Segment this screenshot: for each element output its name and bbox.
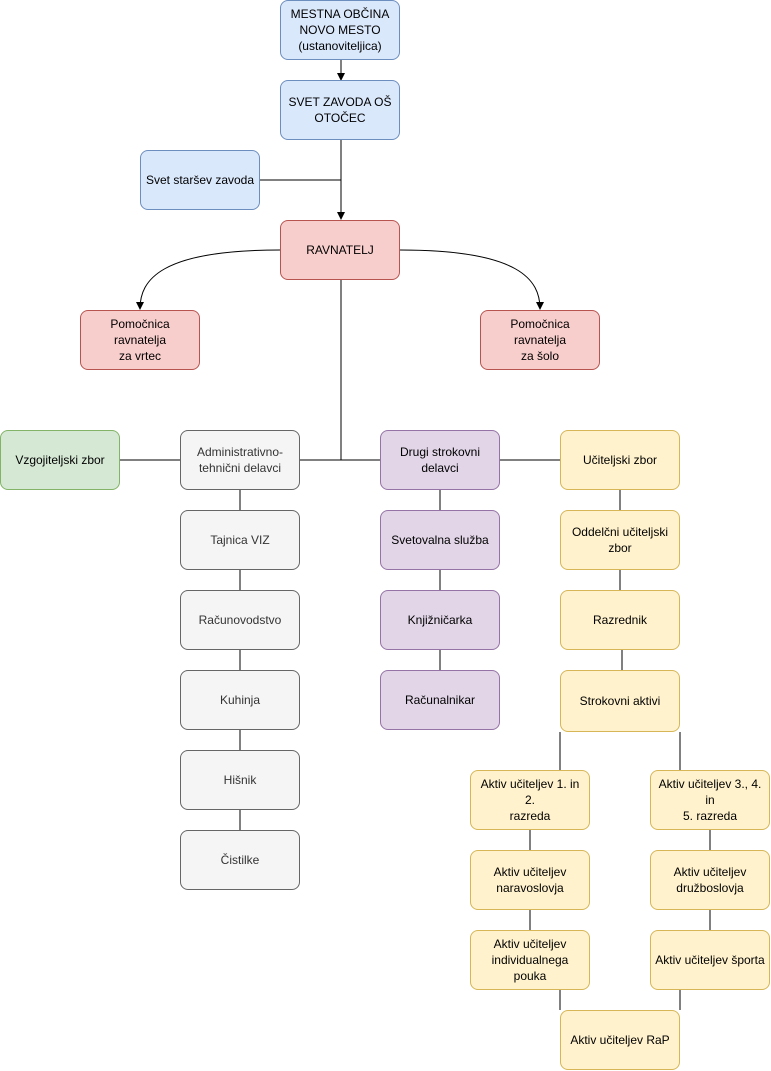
uciteljski-zbor-box: Učiteljski zbor	[560, 430, 680, 490]
razrednik-box: Razrednik	[560, 590, 680, 650]
pomocnica-solo-box: Pomočnica ravnatelja za šolo	[480, 310, 600, 370]
racunalnikar-label: Računalnikar	[404, 693, 476, 707]
aktiv-sporta-box: Aktiv učiteljev športa	[650, 930, 770, 990]
drugi-strokovni-box: Drugi strokovni delavci	[380, 430, 500, 490]
racunalnikar-box: Računalnikar	[380, 670, 500, 730]
aktiv-naravoslovja-box: Aktiv učiteljev naravoslovja	[470, 850, 590, 910]
cistilke-box: Čistilke	[180, 830, 300, 890]
ravnatelj-box: RAVNATELJ	[280, 220, 400, 280]
strokovni-aktivi-box: Strokovni aktivi	[560, 670, 680, 732]
admin-tehnicni-box: Administrativno- tehnični delavci	[180, 430, 300, 490]
pomocnica-vrtec-label: Pomočnica ravnatelja za vrtec	[110, 317, 170, 363]
knjiznicarka-label: Knjižničarka	[407, 613, 473, 627]
aktiv-3-5-label: Aktiv učiteljev 3., 4. in 5. razreda	[658, 777, 762, 823]
svetovalna-label: Svetovalna služba	[391, 533, 489, 547]
aktiv-druzboslovja-box: Aktiv učiteljev družboslovja	[650, 850, 770, 910]
racunovodstvo-label: Računovodstvo	[198, 613, 282, 627]
kuhinja-label: Kuhinja	[219, 693, 261, 707]
aktiv-druzboslovja-label: Aktiv učiteljev družboslovja	[673, 865, 747, 895]
ustanoviteljica-box: MESTNA OBČINA NOVO MESTO (ustanoviteljic…	[280, 0, 400, 60]
pomocnica-vrtec-box: Pomočnica ravnatelja za vrtec	[80, 310, 200, 370]
edge-ravnatelj-vrtec	[136, 249, 281, 310]
aktiv-naravoslovja-label: Aktiv učiteljev naravoslovja	[493, 865, 567, 895]
razrednik-label: Razrednik	[592, 613, 648, 627]
edge-uciteljski-chain	[619, 490, 623, 670]
knjiznicarka-box: Knjižničarka	[380, 590, 500, 650]
svet-zavoda-label: SVET ZAVODA OŠ OTOČEC	[288, 95, 392, 125]
oddelcni-zbor-label: Oddelčni učiteljski zbor	[571, 525, 669, 555]
svetovalna-box: Svetovalna služba	[380, 510, 500, 570]
ravnatelj-label: RAVNATELJ	[306, 243, 374, 257]
aktiv-3-5-box: Aktiv učiteljev 3., 4. in 5. razreda	[650, 770, 770, 830]
vzgojiteljski-zbor-box: Vzgojiteljski zbor	[0, 430, 120, 490]
edge-ravnatelj-solo	[399, 249, 544, 310]
aktiv-pouka-label: Aktiv učiteljev individualnega pouka	[491, 937, 569, 983]
hisnik-label: Hišnik	[223, 773, 257, 787]
aktiv-sporta-label: Aktiv učiteljev športa	[655, 953, 765, 967]
drugi-strokovni-label: Drugi strokovni delavci	[399, 445, 481, 475]
cistilke-label: Čistilke	[220, 853, 260, 867]
svet-zavoda-box: SVET ZAVODA OŠ OTOČEC	[280, 80, 400, 140]
aktiv-pouka-box: Aktiv učiteljev individualnega pouka	[470, 930, 590, 990]
tajnica-box: Tajnica VIZ	[180, 510, 300, 570]
kuhinja-box: Kuhinja	[180, 670, 300, 730]
hisnik-box: Hišnik	[180, 750, 300, 810]
racunovodstvo-box: Računovodstvo	[180, 590, 300, 650]
svet-starsev-label: Svet staršev zavoda	[145, 173, 255, 187]
aktiv-rap-label: Aktiv učiteljev RaP	[570, 1033, 670, 1047]
admin-tehnicni-label: Administrativno- tehnični delavci	[196, 445, 284, 475]
svet-starsev-box: Svet staršev zavoda	[140, 150, 260, 210]
pomocnica-solo-label: Pomočnica ravnatelja za šolo	[510, 317, 570, 363]
tajnica-label: Tajnica VIZ	[210, 533, 270, 547]
ustanoviteljica-label: MESTNA OBČINA NOVO MESTO (ustanoviteljic…	[290, 7, 390, 53]
uciteljski-zbor-label: Učiteljski zbor	[582, 453, 657, 467]
vzgojiteljski-zbor-label: Vzgojiteljski zbor	[15, 453, 105, 467]
aktiv-1-2-box: Aktiv učiteljev 1. in 2. razreda	[470, 770, 590, 830]
aktiv-rap-box: Aktiv učiteljev RaP	[560, 1010, 680, 1070]
strokovni-aktivi-label: Strokovni aktivi	[579, 694, 661, 708]
oddelcni-zbor-box: Oddelčni učiteljski zbor	[560, 510, 680, 570]
aktiv-1-2-label: Aktiv učiteljev 1. in 2. razreda	[480, 777, 580, 823]
